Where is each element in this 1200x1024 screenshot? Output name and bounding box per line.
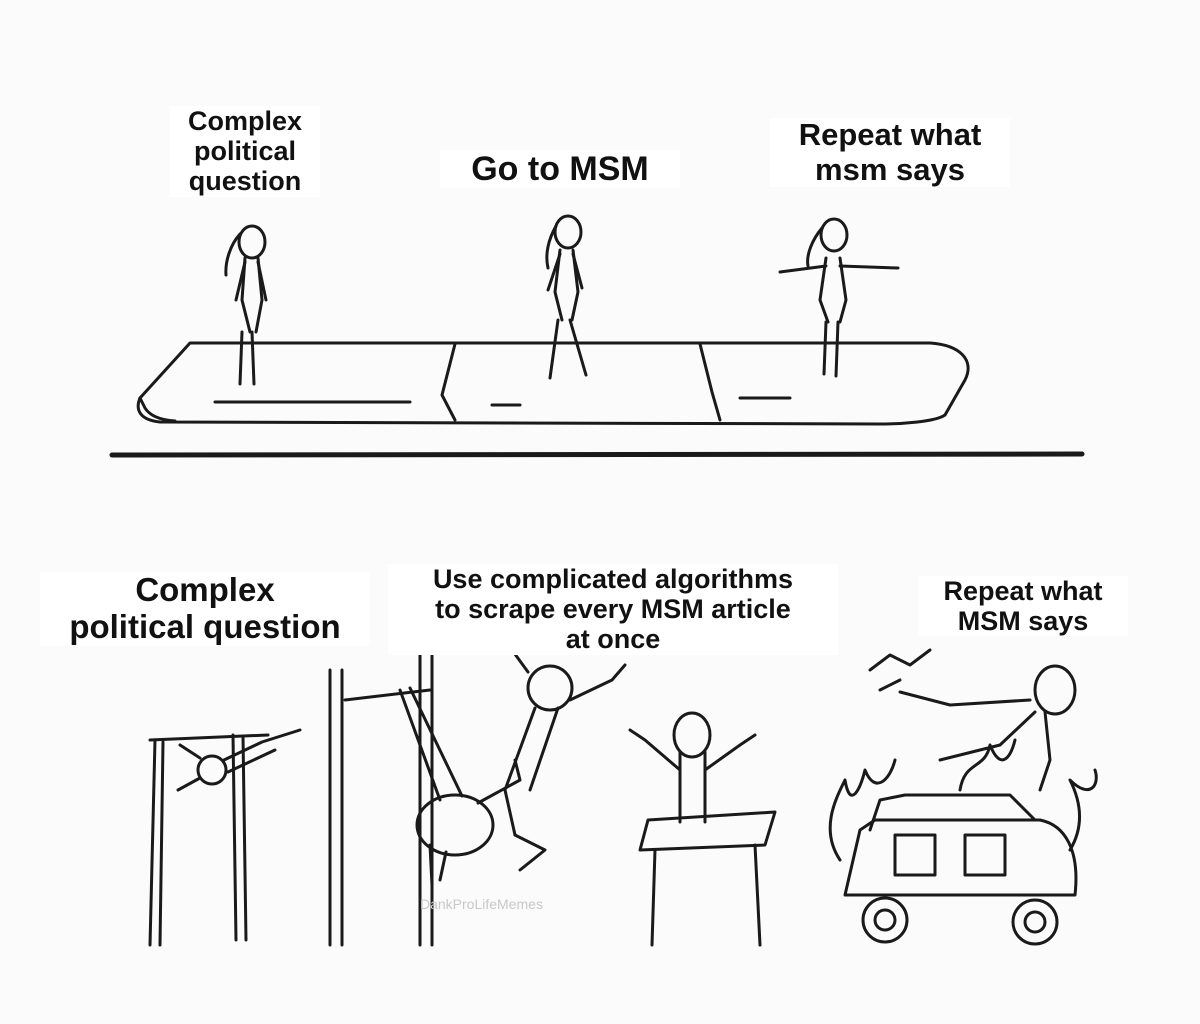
gymnast-walking-2 xyxy=(545,214,588,380)
gym-mat xyxy=(136,341,970,426)
caption-top-step-1: Complex political question xyxy=(170,106,320,197)
flying-figure-and-burning-car xyxy=(828,648,1098,946)
caption-bottom-step-1: Complex political question xyxy=(40,571,370,646)
watermark: DankProLifeMemes xyxy=(420,896,543,912)
caption-bottom-step-2: Use complicated algorithms to scrape eve… xyxy=(388,564,838,655)
gymnast-on-bar xyxy=(148,728,302,947)
gymnast-standing-1 xyxy=(224,224,268,386)
gymnast-flipping xyxy=(328,653,522,947)
caption-top-step-3: Repeat what msm says xyxy=(770,117,1010,188)
gymnast-on-table xyxy=(628,711,777,947)
caption-bottom-step-3: Repeat what MSM says xyxy=(918,576,1128,637)
caption-top-step-2: Go to MSM xyxy=(440,150,680,189)
gymnast-arms-out-3 xyxy=(778,217,900,378)
gymnast-jumping xyxy=(503,648,627,872)
panel-divider xyxy=(109,451,1085,458)
